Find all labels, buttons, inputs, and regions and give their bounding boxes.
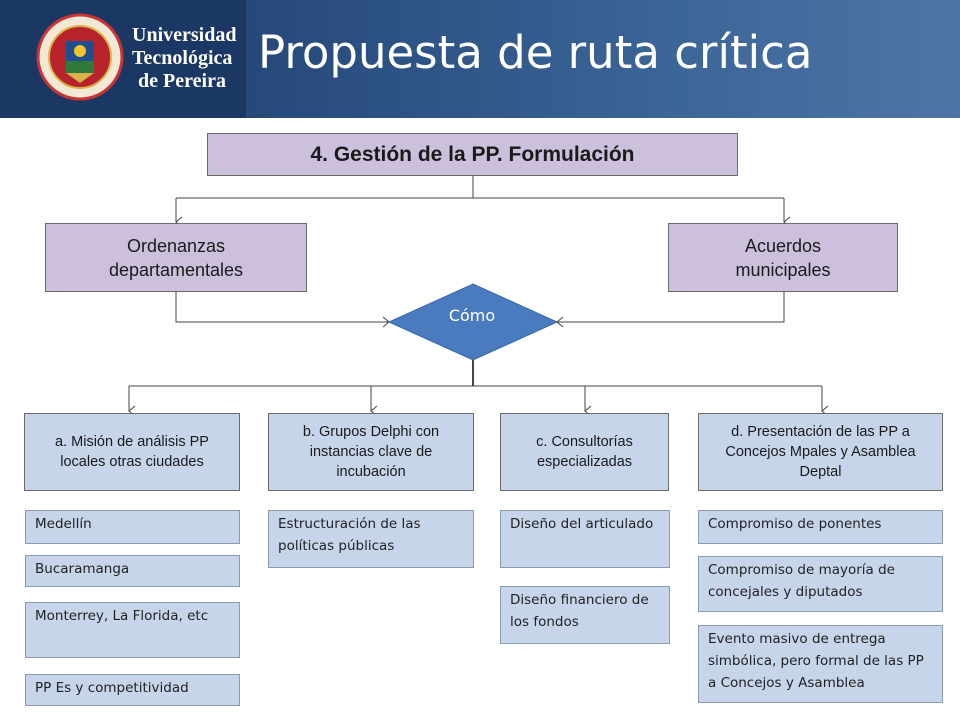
branch-a-item: Bucaramanga <box>25 555 240 587</box>
branch-c-item: Diseño del articulado <box>500 510 670 568</box>
branch-b-item: Estructuración de las políticas públicas <box>268 510 474 568</box>
left-node: Ordenanzas departamentales <box>45 223 307 292</box>
university-seal-icon <box>36 13 124 101</box>
branch-a-item: Monterrey, La Florida, etc <box>25 602 240 658</box>
branch-d: d. Presentación de las PP a Concejos Mpa… <box>698 413 943 491</box>
branch-c: c. Consultorías especializadas <box>500 413 669 491</box>
branch-a-item: PP Es y competitividad <box>25 674 240 706</box>
branch-d-item: Compromiso de mayoría de concejales y di… <box>698 556 943 612</box>
header-banner: Universidad Tecnológica de Pereira Propu… <box>0 0 960 118</box>
right-node: Acuerdos municipales <box>668 223 898 292</box>
slide-title: Propuesta de ruta crítica <box>258 26 813 79</box>
university-name: Universidad Tecnológica de Pereira <box>132 24 237 93</box>
university-name-line-3: de Pereira <box>138 70 226 92</box>
branch-b: b. Grupos Delphi con instancias clave de… <box>268 413 474 491</box>
logo-panel: Universidad Tecnológica de Pereira <box>0 0 246 118</box>
university-name-line-2: Tecnológica <box>132 47 233 69</box>
university-name-line-1: Universidad <box>132 24 237 46</box>
branch-a-item: Medellín <box>25 510 240 544</box>
decision-label: Cómo <box>448 306 496 325</box>
decision-diamond <box>387 283 559 361</box>
branch-d-item: Compromiso de ponentes <box>698 510 943 544</box>
top-node: 4. Gestión de la PP. Formulación <box>207 133 738 176</box>
branch-d-item: Evento masivo de entrega simbólica, pero… <box>698 625 943 703</box>
branch-c-item: Diseño financiero de los fondos <box>500 586 670 644</box>
branch-a: a. Misión de análisis PP locales otras c… <box>24 413 240 491</box>
